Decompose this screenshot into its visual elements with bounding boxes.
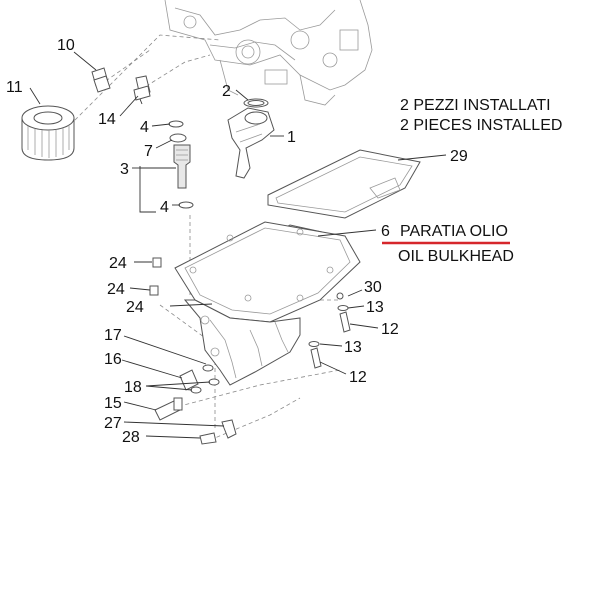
pressure-sensor	[133, 75, 151, 105]
note-bulkhead-english: OIL BULKHEAD	[398, 248, 514, 265]
oil-pickup	[227, 107, 275, 179]
callout-7: 7	[144, 143, 153, 160]
bolt-12b	[310, 347, 322, 369]
note-bulkhead-italian: PARATIA OLIO	[400, 223, 508, 240]
note-installed-italian: 2 PEZZI INSTALLATI	[400, 97, 551, 114]
note-installed-english: 2 PIECES INSTALLED	[400, 117, 562, 134]
sump-gasket	[267, 149, 421, 219]
callout-24-a: 24	[109, 255, 127, 272]
callout-27: 27	[104, 415, 122, 432]
dowel-24a	[152, 257, 162, 268]
callout-12-a: 12	[381, 321, 399, 338]
callout-24-b: 24	[107, 281, 125, 298]
installation-notes: 2 PEZZI INSTALLATI 2 PIECES INSTALLED PA…	[382, 97, 562, 265]
callout-3: 3	[120, 161, 129, 178]
callout-1: 1	[287, 129, 296, 146]
callout-28: 28	[122, 429, 140, 446]
callout-10: 10	[57, 37, 75, 54]
drain-plug-15	[154, 397, 183, 421]
bolt-12a	[339, 311, 351, 333]
callout-6: 6	[381, 223, 390, 240]
callout-15: 15	[104, 395, 122, 412]
pickup-o-ring	[243, 98, 269, 108]
callout-17: 17	[104, 327, 122, 344]
callout-13-a: 13	[366, 299, 384, 316]
callout-24-c: 24	[126, 299, 144, 316]
callout-29: 29	[450, 148, 468, 165]
washer-13b	[308, 341, 320, 347]
dowel-24b	[149, 285, 159, 296]
bolt-30	[336, 292, 344, 300]
callout-4-top: 4	[140, 119, 149, 136]
filter-nipple	[91, 67, 111, 93]
oil-sump	[174, 221, 361, 386]
callout-11: 11	[6, 79, 23, 96]
clip-27	[221, 419, 237, 439]
callout-2: 2	[222, 83, 231, 100]
callout-4-bottom: 4	[160, 199, 169, 216]
washer-13a	[337, 305, 349, 311]
callout-numbers: 10 11 14 4 7 3 4 2 1 29 6 24 24 24 30 13…	[6, 37, 468, 446]
relief-valve-stack	[168, 120, 194, 209]
ring-17	[202, 364, 214, 372]
callout-30: 30	[364, 279, 382, 296]
leader-lines	[29, 51, 447, 439]
callout-13-b: 13	[344, 339, 362, 356]
callout-16: 16	[104, 351, 122, 368]
screw-28	[199, 432, 217, 445]
callout-18: 18	[124, 379, 142, 396]
callout-12-b: 12	[349, 369, 367, 386]
oil-filter	[21, 105, 75, 161]
engine-block	[164, 0, 373, 106]
callout-14: 14	[98, 111, 116, 128]
sensor-16	[179, 369, 199, 391]
